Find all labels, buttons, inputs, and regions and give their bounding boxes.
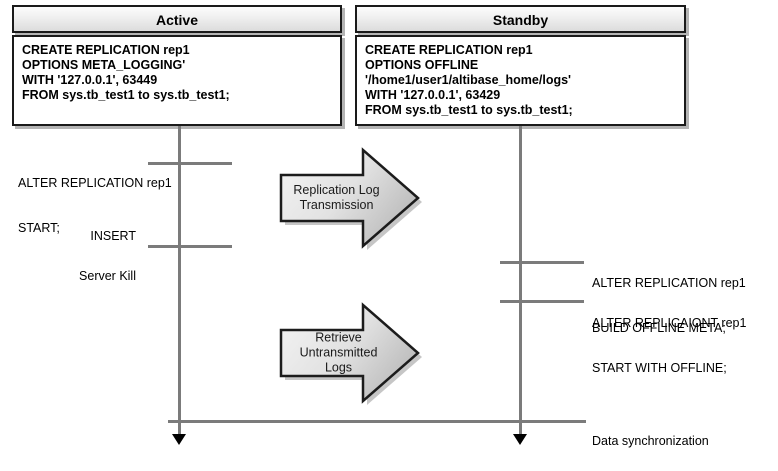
tick-start-with-offline	[500, 300, 584, 303]
standby-code-line-2: OPTIONS OFFLINE	[365, 58, 479, 72]
label-insert: INSERT	[18, 199, 136, 274]
standby-code-line-5: FROM sys.tb_test1 to sys.tb_test1;	[365, 103, 573, 117]
standby-code-line-3: '/home1/user1/altibase_home/logs'	[365, 73, 572, 87]
lifeline-standby	[519, 126, 522, 436]
lifeline-active-arrowhead-icon	[172, 434, 186, 445]
active-code-line-2: OPTIONS META_LOGGING'	[22, 58, 186, 72]
label-start-with-offline: ALTER REPLICAIONT rep1 START WITH OFFLIN…	[592, 286, 772, 406]
tick-server-kill	[148, 245, 232, 248]
panel-standby-body: CREATE REPLICATION rep1 OPTIONS OFFLINE …	[355, 35, 686, 126]
label-alter-replication-start-line1: ALTER REPLICATION rep1	[18, 176, 172, 190]
lifeline-active	[178, 126, 181, 436]
label-alter-replication-start: ALTER REPLICATION rep1 START;	[18, 146, 188, 266]
label-server-kill-line1: Server Kill	[79, 269, 136, 283]
label-insert-line1: INSERT	[90, 229, 136, 243]
standby-code-line-4: WITH '127.0.0.1', 63429	[365, 88, 501, 102]
lifeline-standby-arrowhead-icon	[513, 434, 527, 445]
label-alter-replication-start-line2: START;	[18, 221, 60, 235]
panel-standby-header: Standby	[355, 5, 686, 33]
label-server-kill: Server Kill	[18, 239, 136, 314]
flow-arrow-replication-log-transmission: Replication Log Transmission	[277, 146, 422, 250]
active-code-line-4: FROM sys.tb_test1 to sys.tb_test1;	[22, 88, 230, 102]
standby-code-line-1: CREATE REPLICATION rep1	[365, 43, 533, 57]
label-build-offline-meta: ALTER REPLICATION rep1 BUILD OFFLINE MET…	[592, 246, 772, 366]
label-build-offline-meta-line1: ALTER REPLICATION rep1	[592, 276, 746, 290]
tick-data-synchronization	[168, 420, 586, 423]
active-code-line-1: CREATE REPLICATION rep1	[22, 43, 190, 57]
label-build-offline-meta-line2: BUILD OFFLINE META;	[592, 321, 726, 335]
tick-alter-replication-start	[148, 162, 232, 165]
label-data-synchronization-line1: Data synchronization	[592, 434, 709, 448]
panel-active-body: CREATE REPLICATION rep1 OPTIONS META_LOG…	[12, 35, 342, 126]
tick-build-offline-meta	[500, 261, 584, 264]
label-data-synchronization: Data synchronization Between Both Server…	[592, 404, 772, 471]
panel-active-header: Active	[12, 5, 342, 33]
label-start-with-offline-line2: START WITH OFFLINE;	[592, 361, 727, 375]
flow-arrow-retrieve-untransmitted-logs: Retrieve Untransmitted Logs	[277, 301, 422, 405]
label-start-with-offline-line1: ALTER REPLICAIONT rep1	[592, 316, 747, 330]
active-code-line-3: WITH '127.0.0.1', 63449	[22, 73, 158, 87]
